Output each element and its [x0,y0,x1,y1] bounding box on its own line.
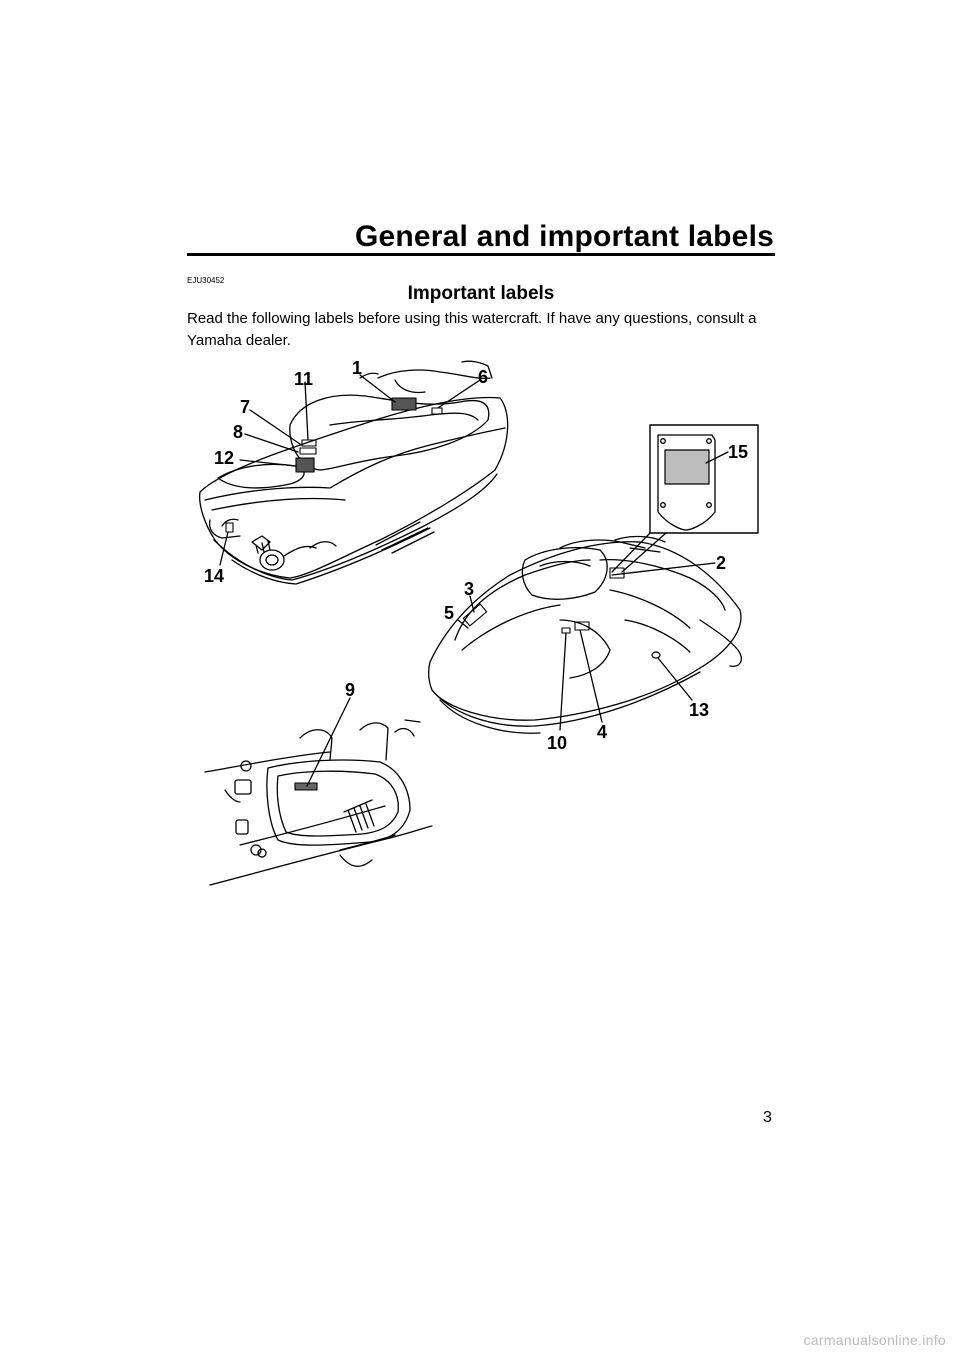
callout-10: 10 [547,733,567,753]
front-view-watercraft [428,535,742,734]
footwell-detail-view [204,719,433,886]
section-code: EJU30452 [187,276,225,285]
rear-view-watercraft [199,360,509,585]
callout-1: 1 [352,358,362,378]
callout-2: 2 [716,553,726,573]
callout-14: 14 [204,566,224,586]
page-number: 3 [763,1109,772,1126]
callout-9: 9 [345,680,355,700]
callout-11: 11 [294,369,313,389]
callout-13: 13 [689,700,709,720]
callout-6: 6 [478,367,488,387]
intro-paragraph: Read the following labels before using t… [187,310,757,349]
callout-4: 4 [597,722,607,742]
page-title: General and important labels [354,220,774,253]
callout-8: 8 [233,422,243,442]
callout-3: 3 [464,579,474,599]
callout-5: 5 [444,603,454,623]
callout-7: 7 [240,397,250,417]
callout-12: 12 [214,448,234,468]
watermark: carmanualsonline.info [803,1332,946,1348]
header-rule [187,253,775,256]
callout-15: 15 [728,442,748,462]
section-heading: Important labels [407,283,555,304]
